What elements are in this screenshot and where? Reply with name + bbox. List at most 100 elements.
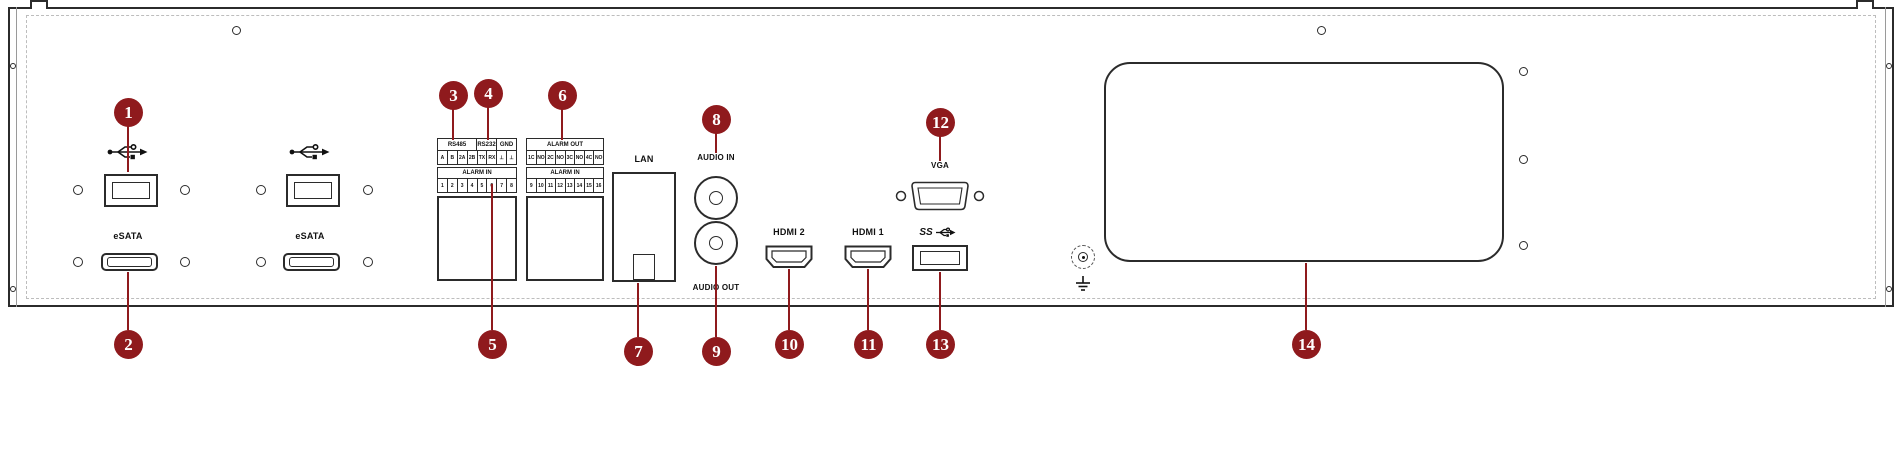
pin-label: 3C bbox=[566, 151, 576, 164]
leader-line-10 bbox=[788, 269, 790, 330]
screw-hole bbox=[363, 257, 373, 267]
screw-hole bbox=[180, 185, 190, 195]
usb-icon bbox=[288, 143, 332, 161]
callout-6: 6 bbox=[548, 81, 577, 110]
ground-terminal bbox=[1071, 245, 1095, 269]
vga-label: VGA bbox=[931, 161, 949, 170]
terminal-header: RS232 bbox=[477, 139, 497, 150]
screw-hole bbox=[1886, 286, 1892, 292]
usb3-ss-icon: SS bbox=[910, 226, 966, 239]
inner-dashed-outline bbox=[26, 15, 1876, 299]
ss-label: SS bbox=[919, 227, 933, 238]
screw-hole bbox=[73, 185, 83, 195]
terminal-header: ALARM OUT bbox=[547, 141, 583, 148]
esata-port-slot bbox=[289, 257, 334, 267]
terminal-block-serial: RS485 RS232 GND A B 2A 2B TX RX ⊥ ⊥ bbox=[437, 138, 517, 165]
callout-12: 12 bbox=[926, 108, 955, 137]
screw-hole bbox=[1519, 155, 1528, 164]
pin-label: 11 bbox=[546, 179, 556, 192]
audio-in-label: AUDIO IN bbox=[697, 153, 735, 162]
rj45-notch bbox=[633, 254, 655, 280]
ground-terminal-dot bbox=[1082, 256, 1085, 259]
terminal-connector-left bbox=[437, 196, 517, 281]
pin-label: 10 bbox=[537, 179, 547, 192]
pin-label: TX bbox=[478, 151, 488, 164]
ground-pin-label: ⊥ bbox=[497, 151, 508, 164]
audio-in-pin bbox=[709, 191, 723, 205]
pin-label: 1 bbox=[438, 179, 448, 192]
mounting-tab-right bbox=[1856, 0, 1874, 9]
pin-label: A bbox=[438, 151, 448, 164]
callout-1: 1 bbox=[114, 98, 143, 127]
terminal-header: ALARM IN bbox=[550, 170, 580, 176]
terminal-block-alarm-in-left: ALARM IN 1 2 3 4 5 6 7 8 bbox=[437, 167, 517, 193]
vga-connector bbox=[895, 176, 985, 216]
hdmi1-port bbox=[844, 245, 892, 269]
screw-hole bbox=[1519, 67, 1528, 76]
pin-label: 13 bbox=[566, 179, 576, 192]
pin-label: 16 bbox=[595, 182, 602, 189]
leader-line-8 bbox=[715, 133, 717, 153]
terminal-header: GND bbox=[499, 141, 514, 148]
earth-ground-icon bbox=[1074, 276, 1092, 292]
screw-hole bbox=[363, 185, 373, 195]
pin-label: 1C bbox=[527, 151, 537, 164]
panel-edge-right bbox=[1885, 7, 1886, 307]
terminal-block-alarm-out: ALARM OUT 1C NO 2C NO 3C NO 4C NO bbox=[526, 138, 604, 165]
pin-label: 3 bbox=[458, 179, 468, 192]
hdmi2-label: HDMI 2 bbox=[773, 227, 805, 237]
pin-label: 15 bbox=[585, 179, 595, 192]
lan-label: LAN bbox=[634, 154, 654, 164]
mounting-tab-left bbox=[30, 0, 48, 9]
screw-hole bbox=[180, 257, 190, 267]
pin-label: 2B bbox=[468, 151, 478, 164]
pin-label: NO bbox=[575, 151, 585, 164]
screw-hole bbox=[1317, 26, 1326, 35]
callout-7: 7 bbox=[624, 337, 653, 366]
pin-label: 7 bbox=[497, 179, 508, 192]
pin-label: 4C bbox=[585, 151, 595, 164]
leader-line-14 bbox=[1305, 263, 1307, 330]
pin-label: 12 bbox=[556, 179, 566, 192]
hdmi2-port bbox=[765, 245, 813, 269]
leader-line-6 bbox=[561, 109, 563, 140]
ground-pin-label: ⊥ bbox=[509, 154, 514, 161]
power-supply-cutout bbox=[1104, 62, 1504, 262]
usb3-port-slot bbox=[920, 251, 960, 265]
pin-label: RX bbox=[487, 151, 498, 164]
callout-2: 2 bbox=[114, 330, 143, 359]
leader-line-2 bbox=[127, 272, 129, 330]
hdmi1-label: HDMI 1 bbox=[852, 227, 884, 237]
usb-port-slot bbox=[294, 182, 332, 199]
pin-label: 14 bbox=[575, 179, 585, 192]
callout-8: 8 bbox=[702, 105, 731, 134]
leader-line-3 bbox=[452, 109, 454, 140]
terminal-header: RS485 bbox=[438, 139, 477, 150]
callout-4: 4 bbox=[474, 79, 503, 108]
pin-label: NO bbox=[556, 151, 566, 164]
screw-hole bbox=[73, 257, 83, 267]
pin-label: 2 bbox=[448, 179, 458, 192]
callout-10: 10 bbox=[775, 330, 804, 359]
leader-line-9 bbox=[715, 266, 717, 337]
pin-label: NO bbox=[537, 151, 547, 164]
audio-out-pin bbox=[709, 236, 723, 250]
leader-line-13 bbox=[939, 272, 941, 330]
usb-port-slot bbox=[112, 182, 150, 199]
callout-11: 11 bbox=[854, 330, 883, 359]
screw-hole bbox=[10, 286, 16, 292]
screw-hole bbox=[1519, 241, 1528, 250]
pin-label: 9 bbox=[527, 179, 537, 192]
leader-line-7 bbox=[637, 283, 639, 337]
callout-14: 14 bbox=[1292, 330, 1321, 359]
pin-label: B bbox=[448, 151, 458, 164]
screw-hole bbox=[1886, 63, 1892, 69]
terminal-connector-right bbox=[526, 196, 604, 281]
pin-label: 5 bbox=[478, 179, 488, 192]
leader-line-5 bbox=[491, 184, 493, 330]
terminal-block-alarm-in-right: ALARM IN 9 10 11 12 13 14 15 16 bbox=[526, 167, 604, 193]
leader-line-1 bbox=[127, 126, 129, 172]
pin-label: NO bbox=[594, 154, 603, 161]
esata-label: eSATA bbox=[295, 231, 325, 241]
